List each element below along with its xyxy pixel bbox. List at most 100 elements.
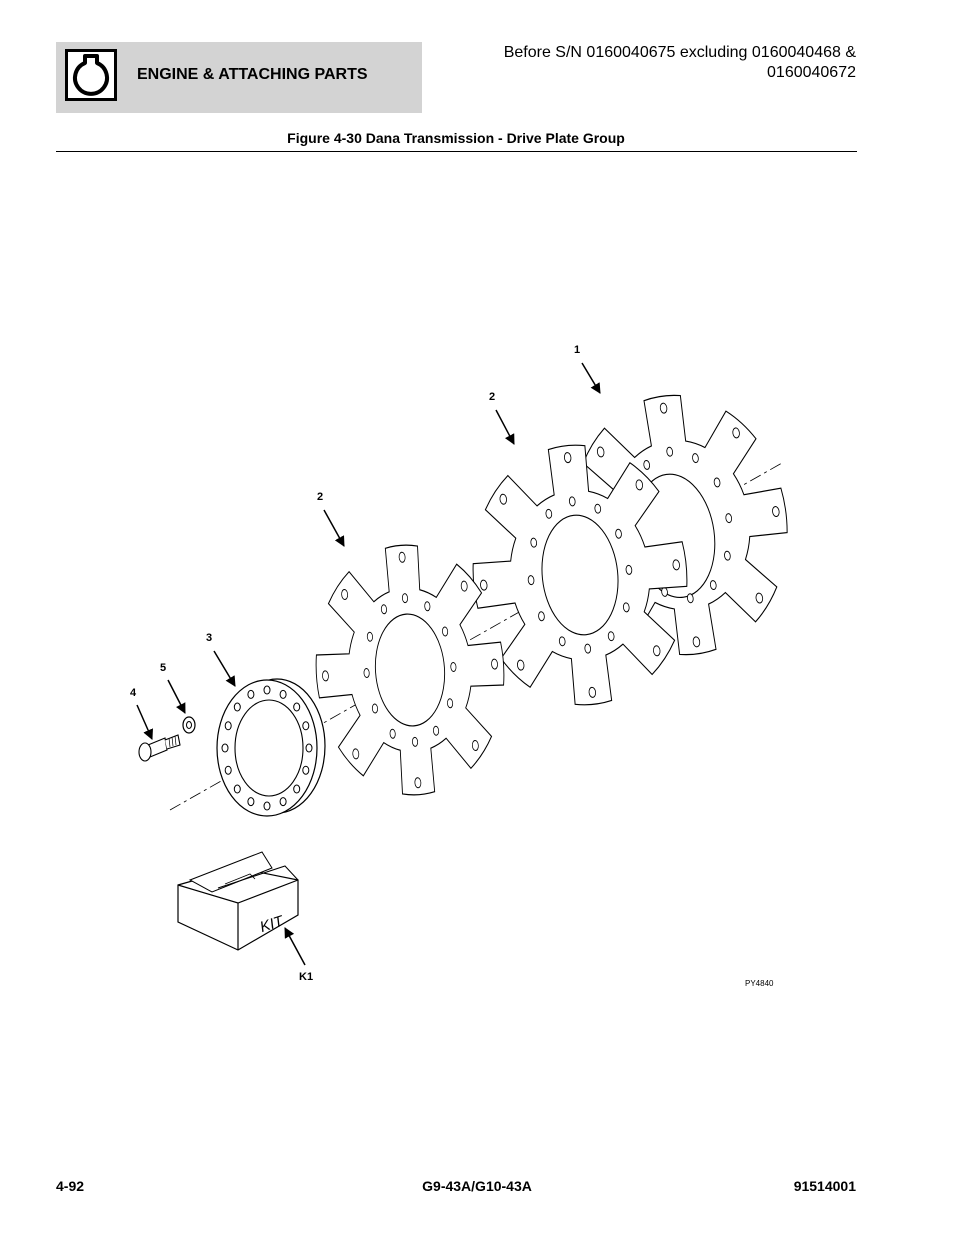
mounting-hole [414,777,422,789]
callout-1: 1 [574,344,580,356]
header-divider [56,151,857,152]
kit-label: KIT [258,912,287,936]
bolt-hole [366,631,373,642]
callout-4: 4 [130,687,137,699]
bolt-hole [622,602,630,613]
ring-hole [263,685,271,695]
ring-hole [279,797,287,807]
mounting-hole [398,551,406,563]
leader-1 [581,362,601,394]
mounting-hole [653,645,661,657]
washer [182,716,196,734]
mounting-hole [692,636,701,648]
mounting-hole [352,748,360,760]
callout-k1: K1 [299,971,313,983]
bolt-hole [558,636,566,647]
adapter-ring [216,678,326,817]
mounting-hole [755,592,764,604]
bolt-hole [692,453,699,464]
bolt-hole [401,593,408,604]
bolt-hole [530,537,538,548]
mounting-hole [471,740,479,752]
mounting-hole [499,493,507,505]
bolt-hole [709,580,717,591]
engine-outline-icon [65,49,117,101]
bolt-hole [615,528,622,539]
ring-hole [302,765,310,775]
bolt-hole [450,661,457,672]
mounting-hole [341,588,349,600]
leader-4 [136,704,153,740]
bolt-hole [713,477,721,488]
mounting-hole [672,559,680,571]
ring-hole [293,702,301,712]
figure-title: Figure 4-30 Dana Transmission - Drive Pl… [287,130,625,146]
bolt-hole [363,668,370,679]
ring-hole [247,689,255,699]
drive-plate-front [315,544,505,796]
bolt-hole [725,513,733,524]
model-number: G9-43A/G10-43A [422,1178,532,1194]
leader-2a [495,409,515,445]
mounting-hole [588,686,597,698]
mounting-hole [596,446,605,458]
ring-hole [293,784,301,794]
bolt-hole [568,496,576,507]
section-title: ENGINE & ATTACHING PARTS [137,66,368,83]
callout-2b: 2 [317,491,323,503]
bolt-hole [625,564,633,575]
mounting-hole [772,506,780,518]
bolt-hole [442,626,449,637]
ring-hole [233,784,241,794]
mounting-hole [563,452,572,464]
bolt [138,734,181,762]
ring-hole [224,765,232,775]
bolt-hole [666,446,674,457]
bolt-hole [538,611,545,622]
mounting-hole [635,479,644,491]
mounting-hole [480,579,488,591]
mounting-hole [732,427,740,439]
bolt-hole [433,725,440,736]
ring-hole [279,689,287,699]
bolt-hole [380,604,387,615]
bolt-hole [371,703,378,714]
mounting-hole [460,580,468,592]
bolt-hole [594,503,602,514]
serial-note: Before S/N 0160040675 excluding 01600404… [504,43,856,83]
leader-2b [323,509,345,547]
bolt-hole [724,550,731,561]
mounting-hole [516,659,525,671]
drive-plate-middle [472,444,688,706]
leader-k1 [284,927,306,966]
bolt-hole [389,728,396,739]
bolt-hole [527,575,535,586]
bolt-hole [424,601,431,612]
ring-hole [305,743,313,753]
page-number: 4-92 [56,1178,85,1194]
mounting-hole [322,670,329,682]
ring-hole [224,721,232,731]
document-number: 91514001 [793,1178,856,1194]
kit-box: KIT [177,851,299,951]
bolt-hole [447,698,454,709]
bolt-hole [584,643,592,654]
bolt-hole [686,593,694,604]
callout-5: 5 [160,662,166,674]
mounting-hole [491,658,498,670]
bolt-hole [412,736,419,747]
serial-line-1: Before S/N 0160040675 excluding 01600404… [503,44,856,61]
ring-hole [233,702,241,712]
ring-hole [263,801,271,811]
ring-hole [221,743,229,753]
callout-3: 3 [206,632,212,644]
leader-3 [213,650,236,687]
drawing-id: PY4840 [745,979,774,988]
section-header: ENGINE & ATTACHING PARTS [56,42,422,113]
ring-hole [302,721,310,731]
ring-hole [247,797,255,807]
callout-2a: 2 [489,391,495,403]
bolt-hole [643,459,651,470]
leader-5 [167,679,186,714]
serial-line-2: 0160040672 [767,64,856,81]
